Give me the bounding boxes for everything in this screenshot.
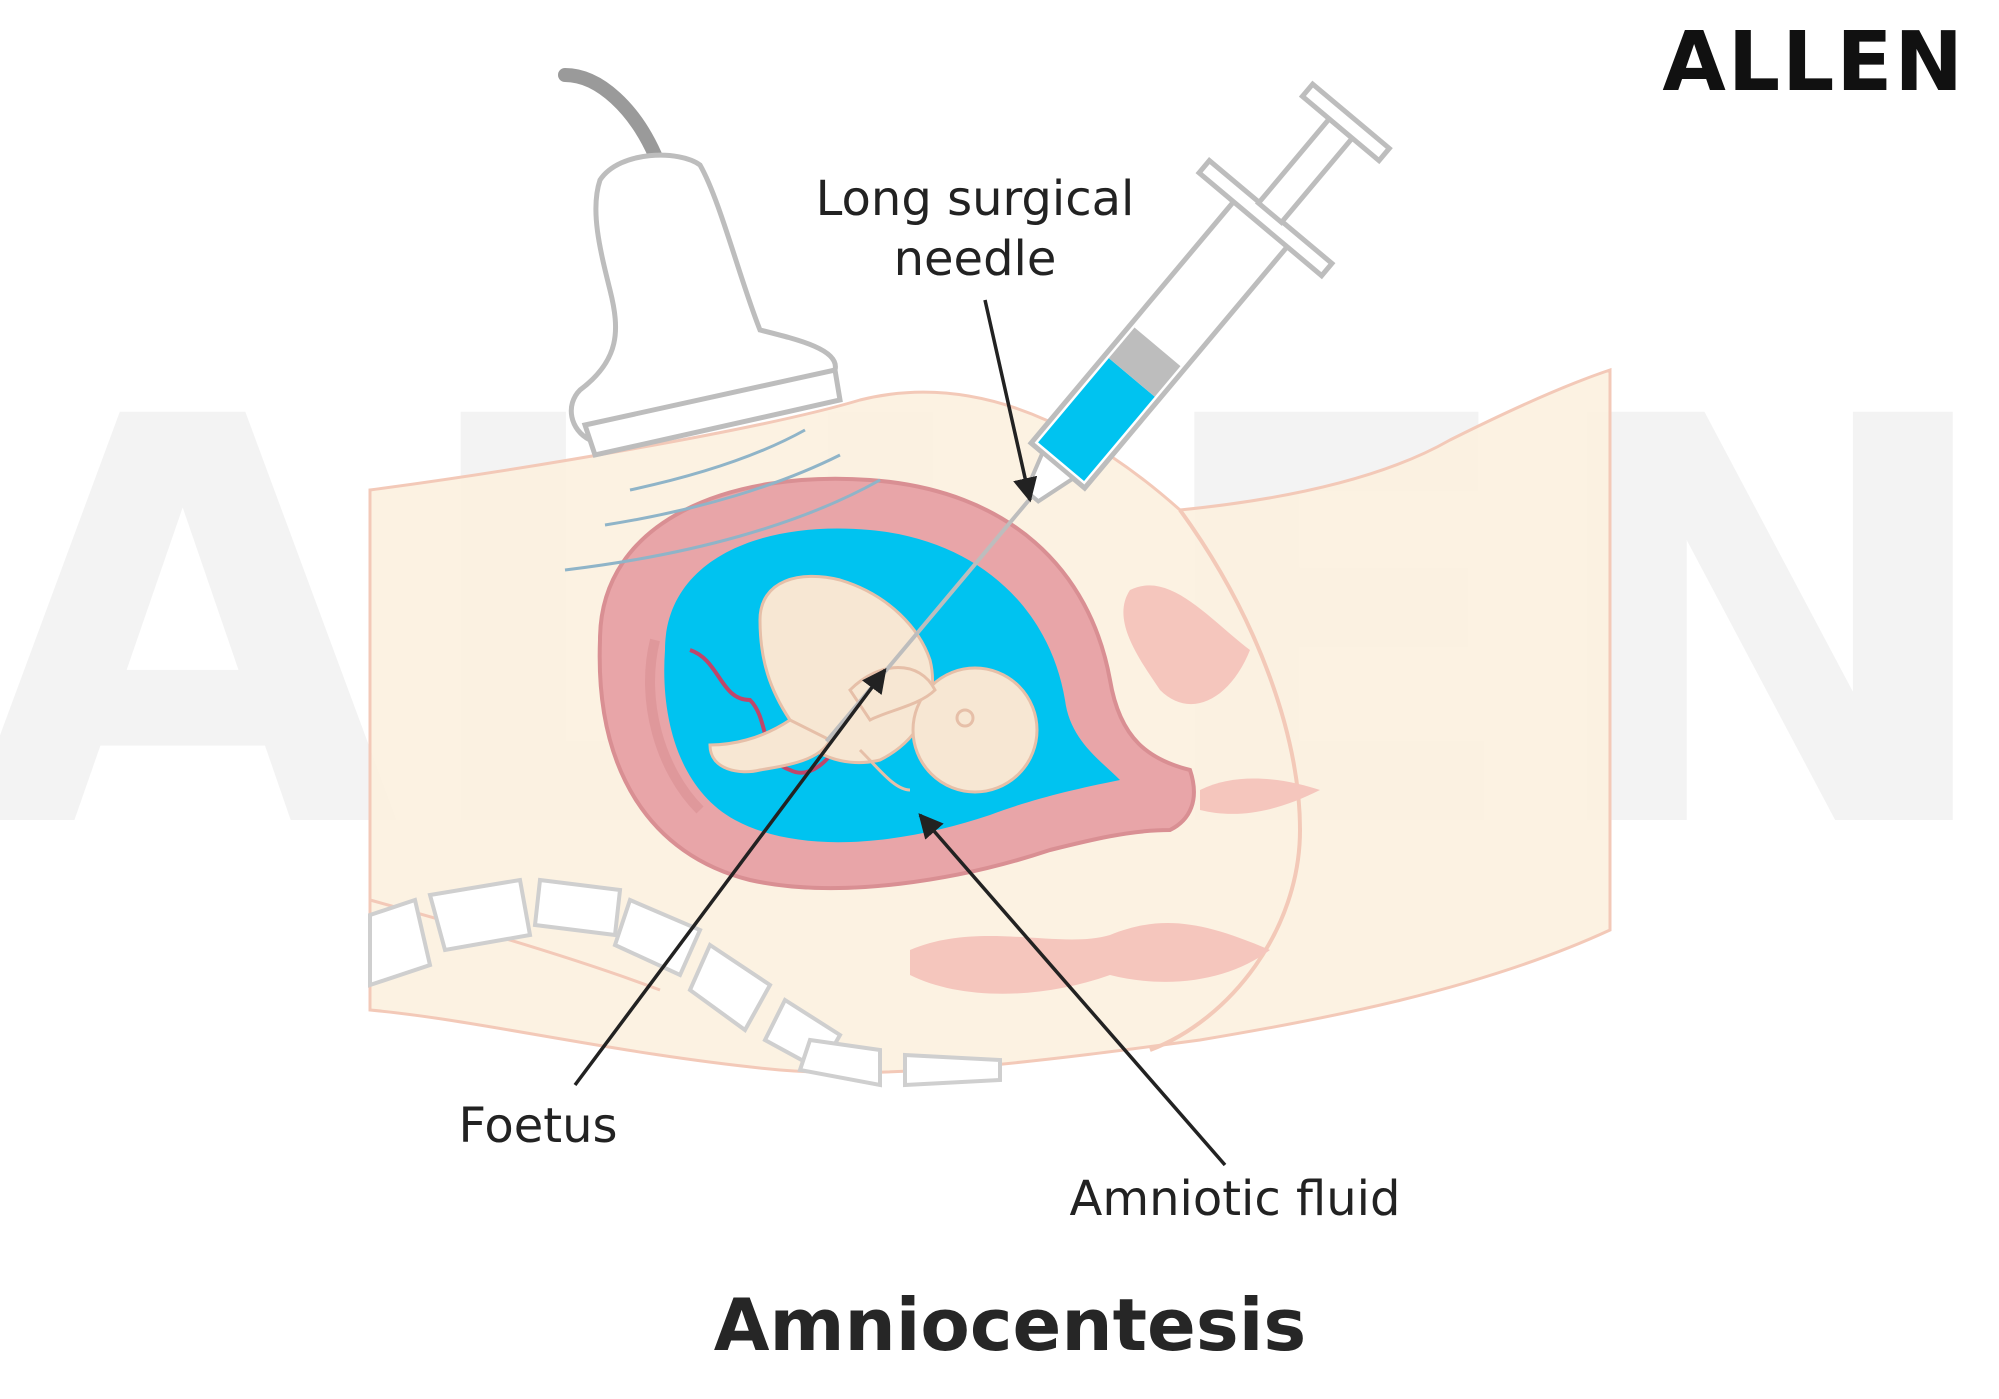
probe-handle <box>568 152 838 443</box>
needle-arrow <box>983 299 1038 503</box>
foetus-label: Foetus <box>458 1098 617 1154</box>
spine <box>368 877 1002 1088</box>
organ-blob-lower <box>910 923 1270 994</box>
amniotic-fluid-label: Amniotic fluid <box>1070 1171 1401 1227</box>
ultrasound-probe <box>558 68 881 572</box>
needle-label-line1: Long surgical <box>816 171 1135 227</box>
syringe-plunger <box>1254 115 1356 226</box>
vertebra <box>532 877 623 938</box>
ultrasound-wave <box>564 478 881 572</box>
pelvic-outline <box>1149 508 1303 1052</box>
label-arrows <box>573 299 1227 1167</box>
probe-tip <box>581 366 843 458</box>
ultrasound-wave <box>604 453 841 527</box>
vertebra <box>903 1052 1002 1088</box>
vertebra <box>797 1037 882 1088</box>
organ-blob-upper <box>1123 585 1250 705</box>
syringe-plunger-cap <box>1298 80 1393 165</box>
needle-label-line2: needle <box>894 231 1057 287</box>
umbilical-cord <box>689 648 842 775</box>
syringe-fluid <box>1038 358 1155 482</box>
organ-blob-mid <box>1200 778 1320 814</box>
vertebra <box>612 897 703 978</box>
foetus-leg <box>708 718 833 774</box>
diagram-title: Amniocentesis <box>714 1283 1307 1367</box>
syringe-stopper <box>1108 327 1181 397</box>
vertebra <box>427 877 533 953</box>
fluid-arrow <box>918 813 1227 1167</box>
foetus-arrow <box>573 668 887 1087</box>
vertebra <box>687 942 773 1033</box>
foetus-head <box>911 666 1039 794</box>
allen-logo: ALLEN <box>1662 15 1965 110</box>
syringe <box>824 80 1393 743</box>
vertebra <box>368 897 433 988</box>
foetus-hand <box>858 748 911 792</box>
foetus <box>708 574 1039 794</box>
wall-shading <box>645 638 704 814</box>
probe-cable <box>558 68 662 162</box>
foetus-ear <box>955 708 975 728</box>
ultrasound-wave <box>629 428 806 492</box>
